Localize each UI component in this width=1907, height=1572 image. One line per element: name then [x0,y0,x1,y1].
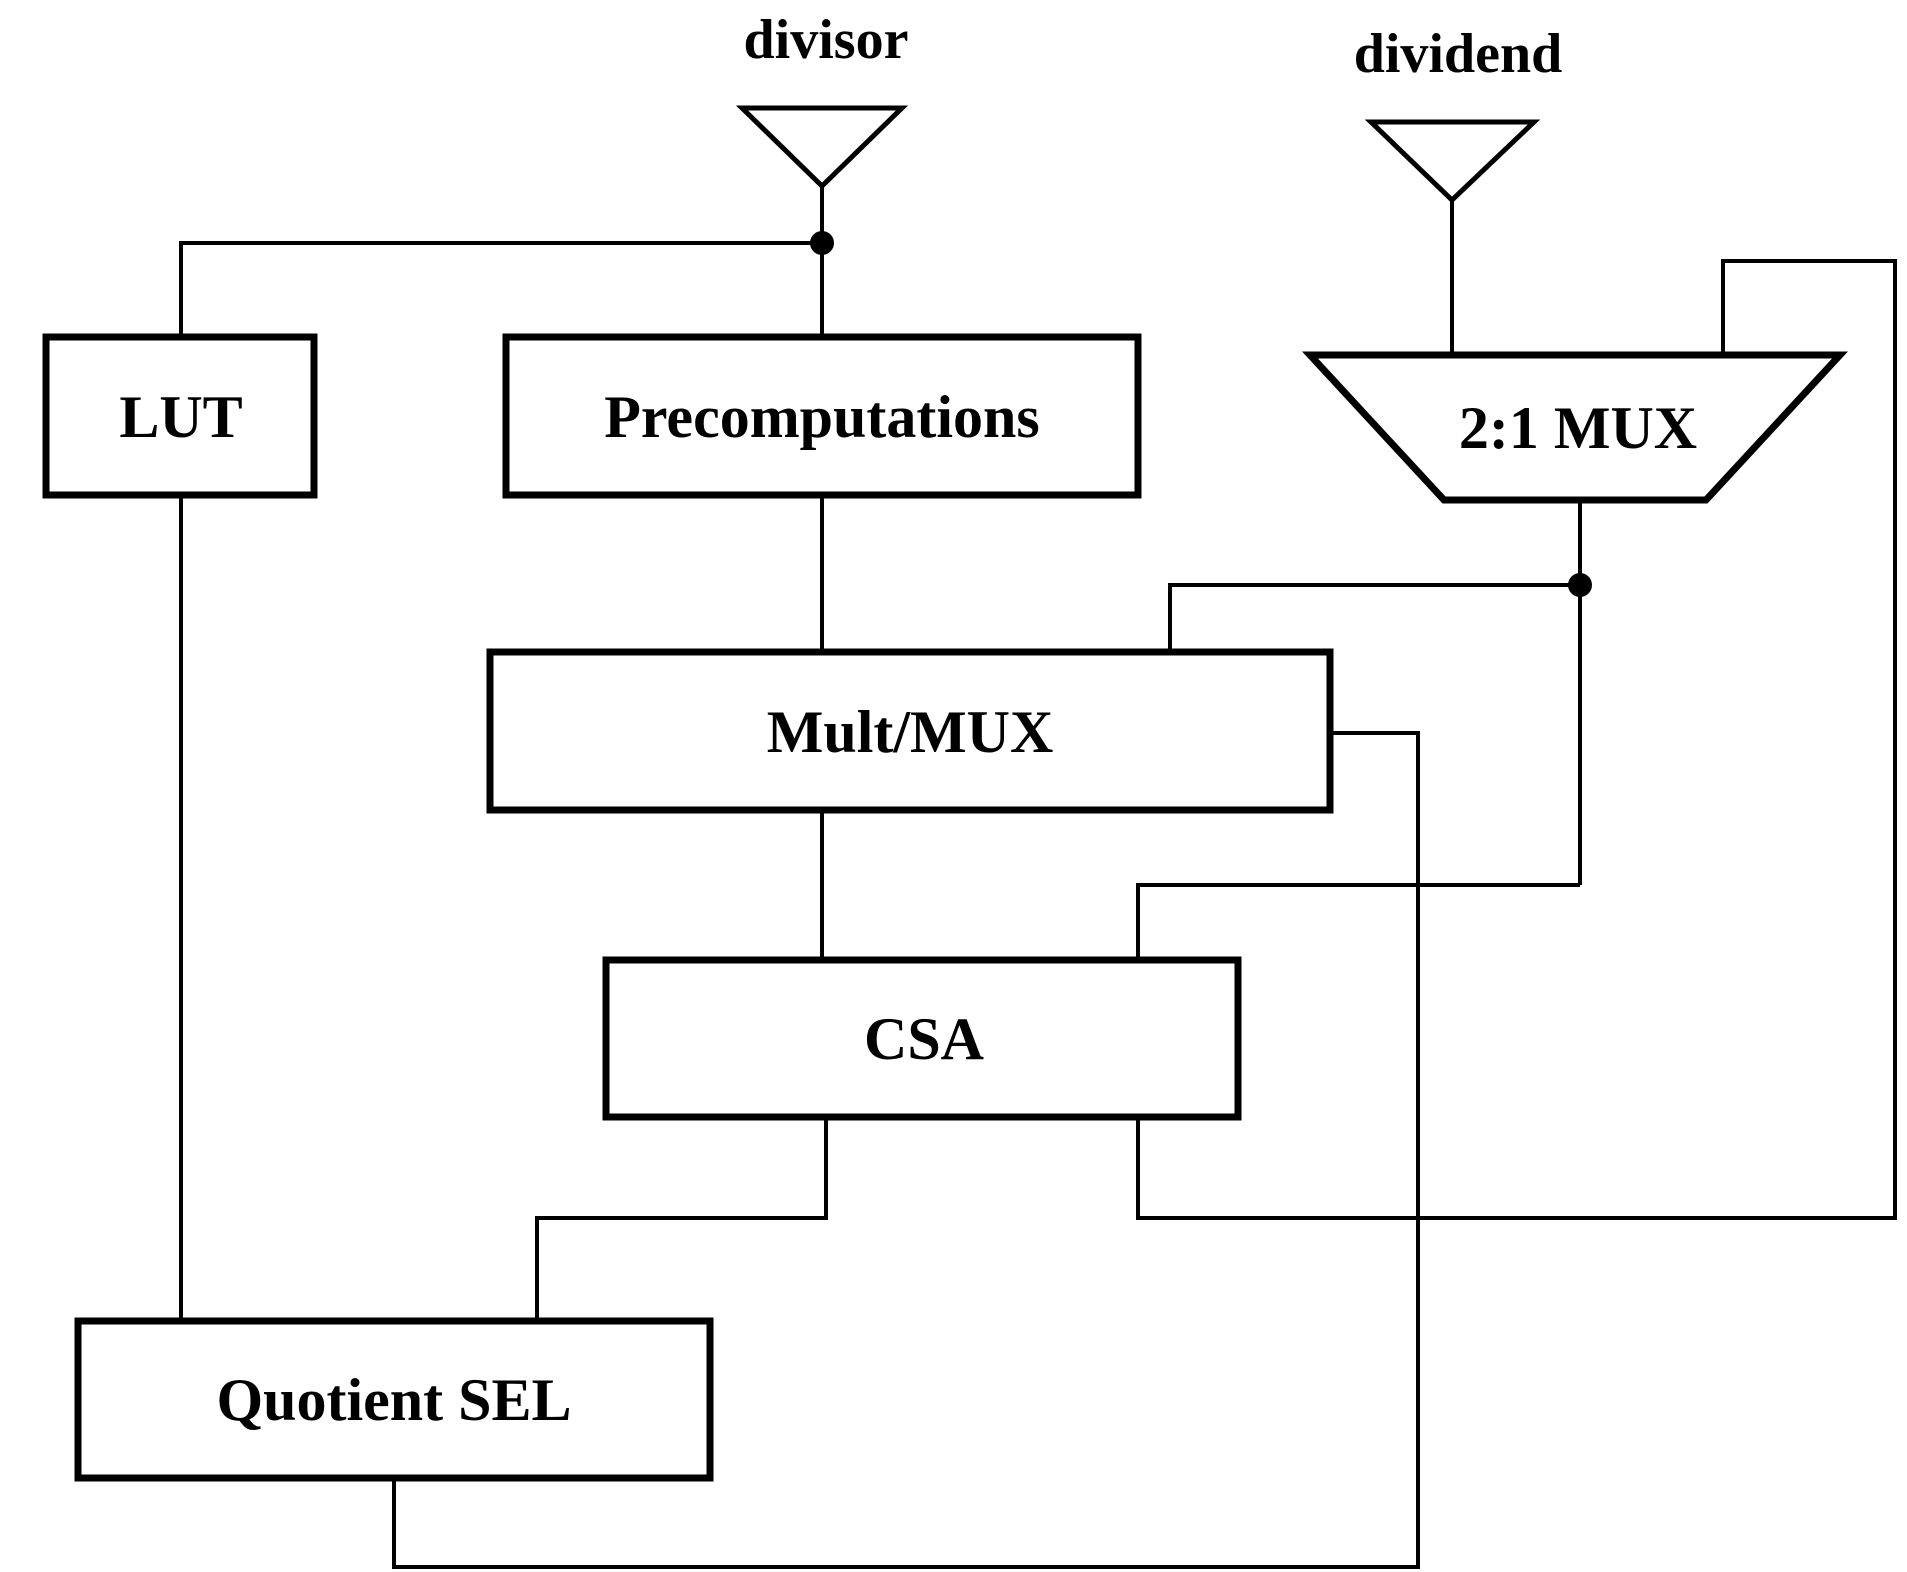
dividend-label: dividend [1354,23,1563,85]
wire-csa-to-quotientsel [535,1117,828,1321]
mult-mux-block: Mult/MUX [486,648,1334,814]
mult-mux-box [486,648,1334,814]
wire-csa-feedback-to-mux [1136,259,1897,1220]
csa-box [602,956,1242,1121]
wire-multmux-feedback [392,731,1420,1569]
mux-output-junction-dot [1568,573,1592,597]
lut-box [42,333,318,499]
precomputations-block: Precomputations [502,333,1142,499]
wires [179,186,1897,1569]
quotient-sel-block: Quotient SEL [74,1317,714,1482]
mux-trapezoid [1301,351,1849,504]
wire-mux-to-multmux [1168,583,1580,652]
dividend-port-triangle-icon [1364,119,1541,204]
quotient-sel-box [74,1317,714,1482]
mux-block: 2:1 MUX [1301,351,1849,504]
csa-label: CSA [864,1006,984,1072]
divisor-input: divisor [735,9,909,190]
precomputations-box [502,333,1142,499]
lut-block: LUT [42,333,318,499]
divisor-junction-dot [810,231,834,255]
wire-divisor-to-lut [179,241,822,337]
quotient-sel-label: Quotient SEL [216,1367,571,1433]
mult-mux-label: Mult/MUX [767,699,1054,765]
dividend-input: dividend [1354,23,1563,204]
csa-block: CSA [602,956,1242,1121]
mux-label: 2:1 MUX [1459,395,1697,461]
wire-mux-to-csa [1136,883,1580,960]
divisor-port-triangle-icon [735,105,909,190]
lut-label: LUT [119,384,242,450]
precomputations-label: Precomputations [604,384,1040,450]
divisor-label: divisor [744,9,909,71]
